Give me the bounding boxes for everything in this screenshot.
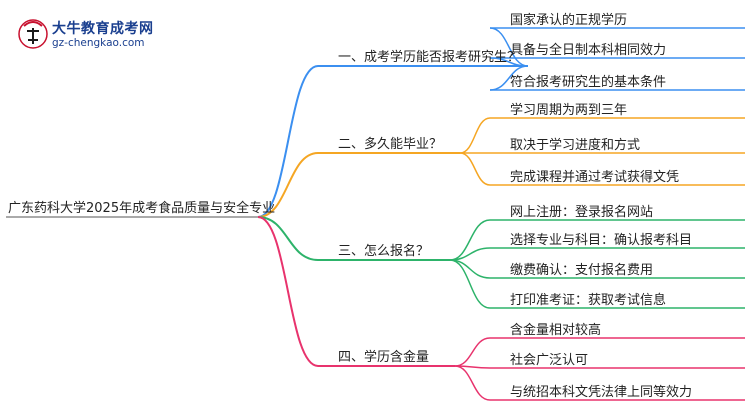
leaf-label: 完成课程并通过考试获得文凭 [510, 170, 680, 185]
leaf-connector [459, 152, 491, 186]
branch-connector [257, 216, 319, 367]
leaf-label: 取决于学习进度和方式 [510, 138, 641, 153]
branch-connector [257, 152, 319, 218]
root-node: 广东药科大学2025年成考食品质量与安全专业 [8, 201, 276, 216]
leaf-connector [449, 219, 491, 261]
leaf-label: 含金量相对较高 [510, 323, 602, 338]
leaf-connector [454, 337, 491, 367]
logo-url: gz-chengkao.com [52, 37, 145, 49]
branch-connector [257, 65, 319, 218]
branch-label: 一、成考学历能否报考研究生？ [338, 50, 521, 65]
leaf-label: 具备与全日制本科相同效力 [510, 43, 667, 58]
leaf-label: 社会广泛认可 [510, 353, 589, 368]
leaf-label: 选择专业与科目：确认报考科目 [510, 233, 693, 248]
branch-connector [257, 216, 319, 261]
site-logo[interactable]: 大牛教育成考网 gz-chengkao.com [18, 14, 168, 56]
branch-label: 四、学历含金量 [338, 350, 430, 365]
leaf-connector [449, 259, 491, 279]
leaf-connector [449, 259, 491, 309]
bull-logo-icon [18, 19, 48, 49]
leaf-label: 与统招本科文凭法律上同等效力 [510, 385, 693, 400]
branch-label: 三、怎么报名？ [338, 244, 430, 259]
leaf-connector [489, 27, 529, 67]
leaf-label: 网上注册：登录报名网站 [510, 205, 654, 220]
branch-label: 二、多久能毕业？ [338, 137, 443, 152]
leaf-label: 国家承认的正规学历 [510, 13, 628, 28]
logo-title: 大牛教育成考网 [52, 21, 154, 37]
leaf-label: 符合报考研究生的基本条件 [510, 75, 667, 90]
leaf-connector [459, 117, 491, 154]
leaf-connector [454, 365, 491, 401]
leaf-label: 缴费确认：支付报名费用 [510, 263, 654, 278]
leaf-label: 学习周期为两到三年 [510, 103, 628, 118]
leaf-label: 打印准考证：获取考试信息 [510, 293, 667, 308]
